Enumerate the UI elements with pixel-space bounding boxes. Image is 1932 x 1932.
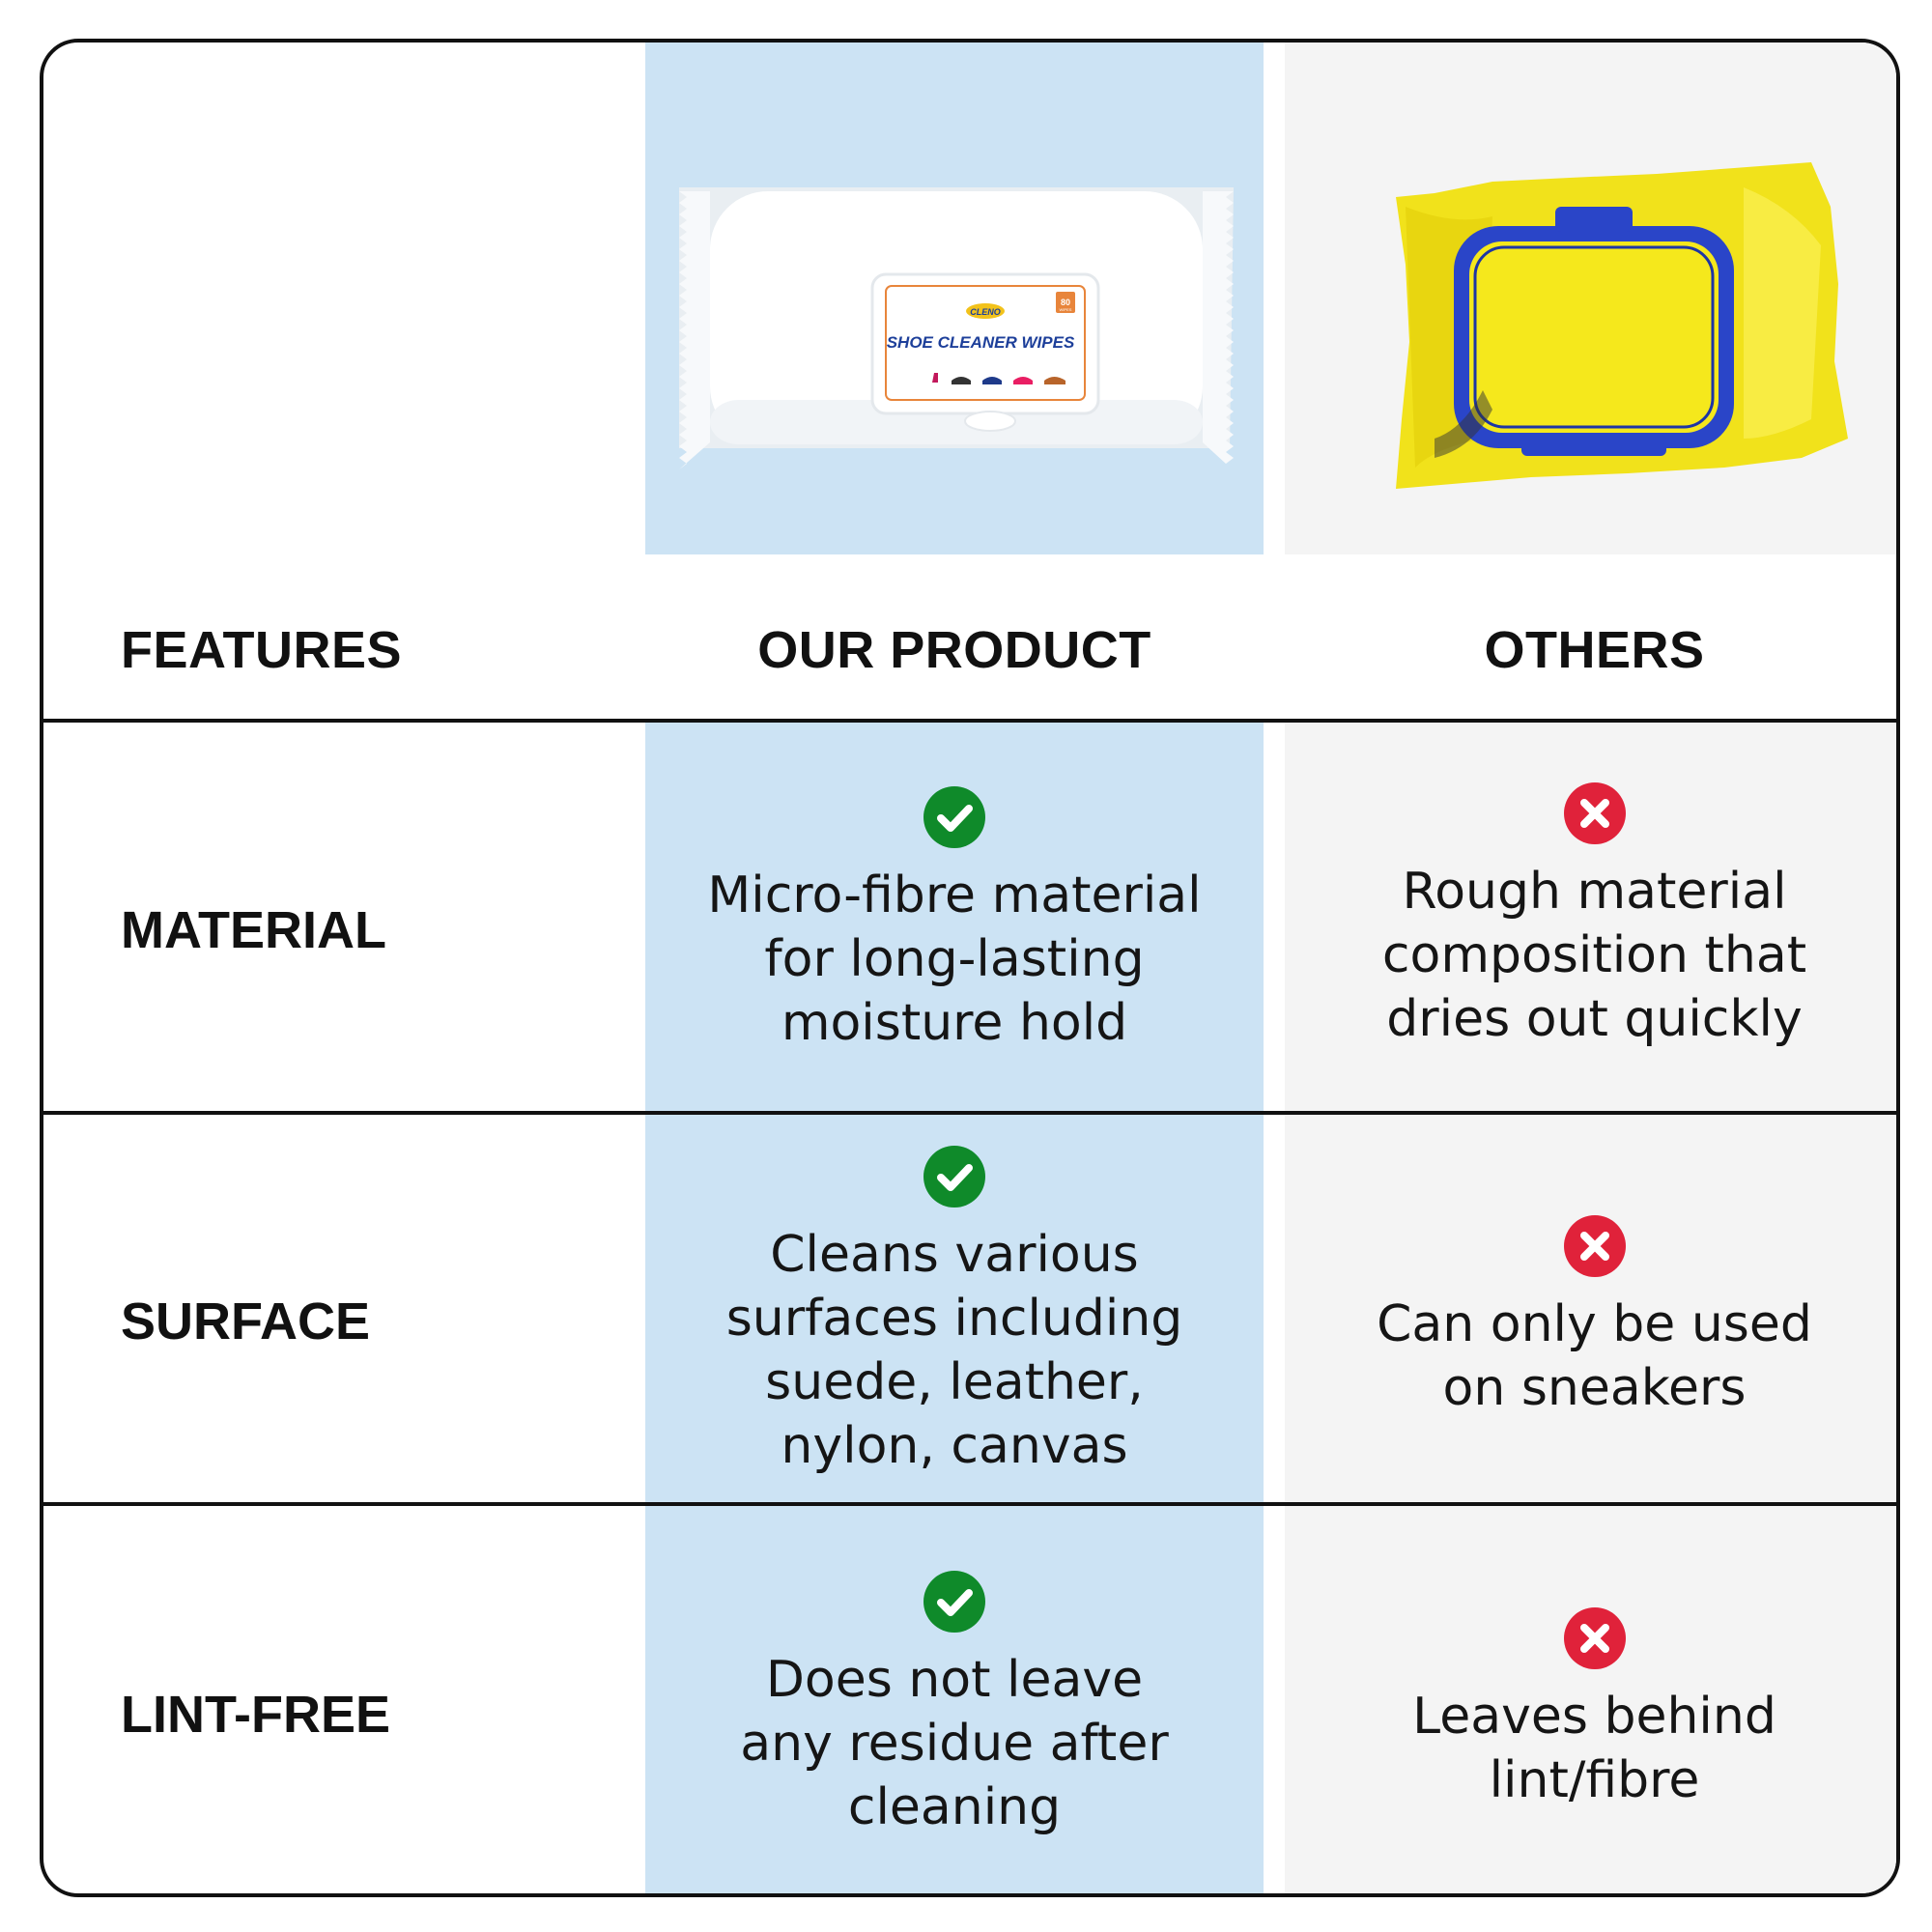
cross-circle-icon: [1563, 1607, 1626, 1669]
row-divider: [43, 1111, 1896, 1115]
check-circle-icon: [923, 1146, 985, 1208]
feature-label-lint-free: LINT-FREE: [121, 1686, 390, 1744]
our-product-text-material: Micro-fibre material for long-lasting mo…: [707, 867, 1202, 1052]
others-pack-image: [1396, 162, 1848, 489]
others-text-lint-free: Leaves behind lint/fibre: [1412, 1688, 1776, 1809]
our-product-text-surface: Cleans various surfaces including suede,…: [725, 1226, 1183, 1475]
shoe-icons: [924, 373, 1065, 384]
others-text-material: Rough material composition that dries ou…: [1381, 863, 1807, 1048]
brand-logo: CLENO: [970, 307, 1001, 317]
pack-title: SHOE CLEANER WIPES: [887, 333, 1075, 352]
our-product-header-band: [645, 554, 1264, 719]
our-product-pack-image: 80 WIPES CLENO SHOE CLEANER WIPES: [679, 187, 1234, 469]
others-text-surface: Can only be used on sneakers: [1377, 1295, 1812, 1417]
wipe-count-number: 80: [1061, 298, 1070, 307]
others-cell-material: Rough material composition that dries ou…: [1285, 782, 1896, 1051]
our-product-cell-material: Micro-fibre material for long-lasting mo…: [645, 786, 1264, 1055]
wipe-count-unit: WIPES: [1060, 307, 1072, 312]
check-circle-icon: [923, 786, 985, 848]
our-product-text-lint-free: Does not leave any residue after cleanin…: [740, 1651, 1169, 1836]
our-product-cell-lint-free: Does not leave any residue after cleanin…: [645, 1571, 1264, 1839]
others-cell-surface: Can only be used on sneakers: [1285, 1215, 1896, 1420]
comparison-table: 80 WIPES CLENO SHOE CLEANER WIPES FEATUR…: [40, 39, 1900, 1897]
others-cell-lint-free: Leaves behind lint/fibre: [1285, 1607, 1896, 1812]
cross-circle-icon: [1563, 1215, 1626, 1277]
cross-circle-icon: [1563, 782, 1626, 844]
row-divider: [43, 1502, 1896, 1506]
feature-label-material: MATERIAL: [121, 901, 386, 959]
row-divider: [43, 719, 1896, 723]
check-circle-icon: [923, 1571, 985, 1633]
our-product-header: OUR PRODUCT: [757, 621, 1151, 679]
others-header: OTHERS: [1484, 621, 1705, 679]
others-header-band: [1285, 554, 1896, 719]
feature-label-surface: SURFACE: [121, 1293, 371, 1350]
our-product-cell-surface: Cleans various surfaces including suede,…: [645, 1146, 1264, 1478]
features-header: FEATURES: [121, 621, 403, 679]
